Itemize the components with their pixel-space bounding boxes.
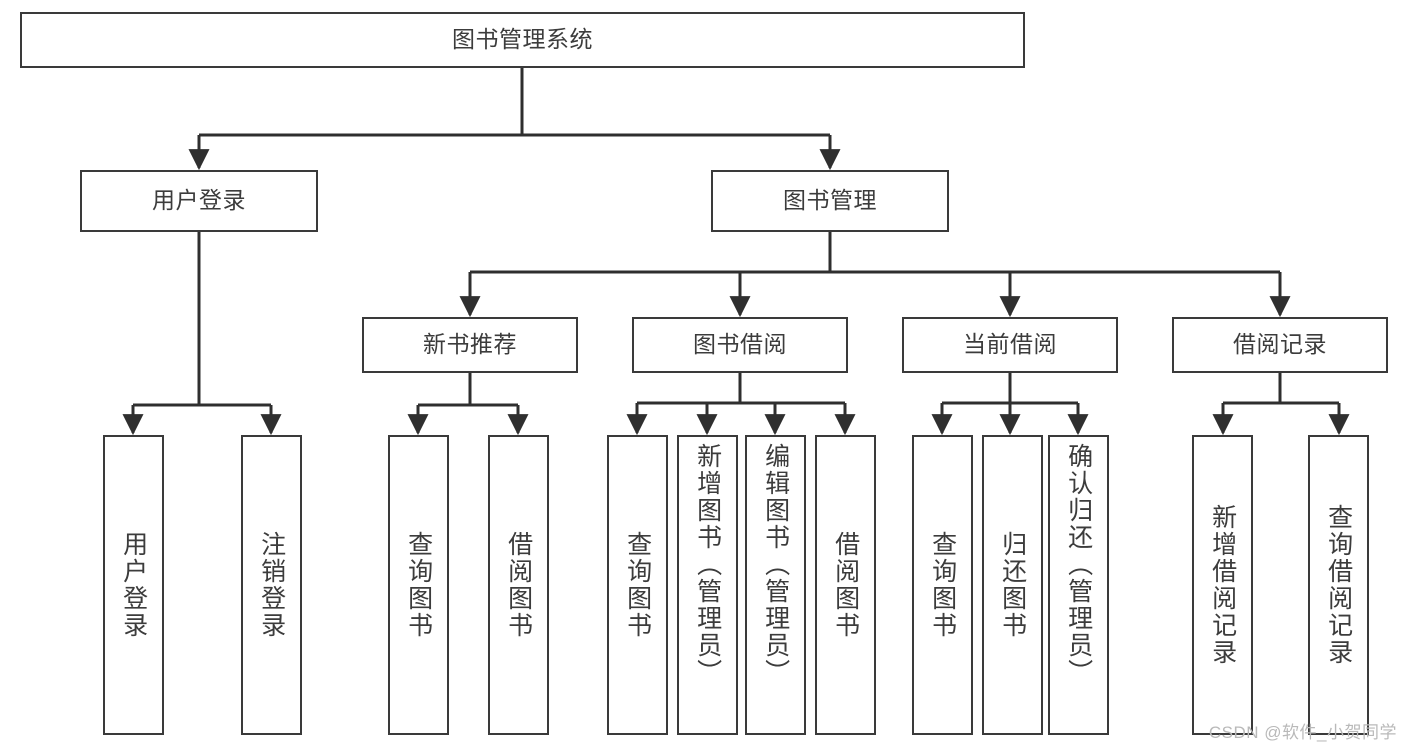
node-label: 查询借阅记录 <box>1324 504 1353 666</box>
leaf-current-borrow-query-books[interactable]: 查询图书 <box>912 435 973 735</box>
watermark-text: CSDN @软件_小贺同学 <box>1208 723 1397 742</box>
leaf-book-borrow-query-books[interactable]: 查询图书 <box>607 435 668 735</box>
node-label: 借阅图书 <box>831 531 860 639</box>
leaf-book-borrow-add-book-admin[interactable]: 新增图书（管理员） <box>677 435 738 735</box>
node-label: 归还图书 <box>998 531 1027 639</box>
node-label: 用户登录 <box>152 187 246 214</box>
node-root-book-management-system[interactable]: 图书管理系统 <box>20 12 1025 68</box>
leaf-borrow-records-query-record[interactable]: 查询借阅记录 <box>1308 435 1369 735</box>
node-label: 注销登录 <box>257 531 286 639</box>
leaf-borrow-records-add-record[interactable]: 新增借阅记录 <box>1192 435 1253 735</box>
node-label: 查询图书 <box>928 531 957 639</box>
node-label: 借阅记录 <box>1233 331 1327 358</box>
leaf-book-borrow-borrow-books[interactable]: 借阅图书 <box>815 435 876 735</box>
node-label: 图书管理系统 <box>452 26 593 53</box>
node-book-borrow[interactable]: 图书借阅 <box>632 317 848 373</box>
node-label: 查询图书 <box>623 531 652 639</box>
node-label: 新书推荐 <box>423 331 517 358</box>
leaf-current-borrow-return-books[interactable]: 归还图书 <box>982 435 1043 735</box>
leaf-current-borrow-confirm-return-admin[interactable]: 确认归还（管理员） <box>1048 435 1109 735</box>
node-current-borrow[interactable]: 当前借阅 <box>902 317 1118 373</box>
leaf-user-login-login[interactable]: 用户登录 <box>103 435 164 735</box>
node-label: 查询图书 <box>404 531 433 639</box>
leaf-new-book-query-books[interactable]: 查询图书 <box>388 435 449 735</box>
node-label: 当前借阅 <box>963 331 1057 358</box>
node-label: 新增借阅记录 <box>1208 504 1237 666</box>
leaf-new-book-borrow-books[interactable]: 借阅图书 <box>488 435 549 735</box>
leaf-book-borrow-edit-book-admin[interactable]: 编辑图书（管理员） <box>745 435 806 735</box>
node-label: 图书借阅 <box>693 331 787 358</box>
leaf-user-login-logout[interactable]: 注销登录 <box>241 435 302 735</box>
node-label: 用户登录 <box>119 531 148 639</box>
node-label: 确认归还（管理员） <box>1064 443 1093 686</box>
node-label: 图书管理 <box>783 187 877 214</box>
node-label: 借阅图书 <box>504 531 533 639</box>
node-label: 新增图书（管理员） <box>693 443 722 686</box>
node-label: 编辑图书（管理员） <box>761 443 790 686</box>
node-new-book-recommend[interactable]: 新书推荐 <box>362 317 578 373</box>
node-user-login[interactable]: 用户登录 <box>80 170 318 232</box>
node-book-management[interactable]: 图书管理 <box>711 170 949 232</box>
node-borrow-records[interactable]: 借阅记录 <box>1172 317 1388 373</box>
